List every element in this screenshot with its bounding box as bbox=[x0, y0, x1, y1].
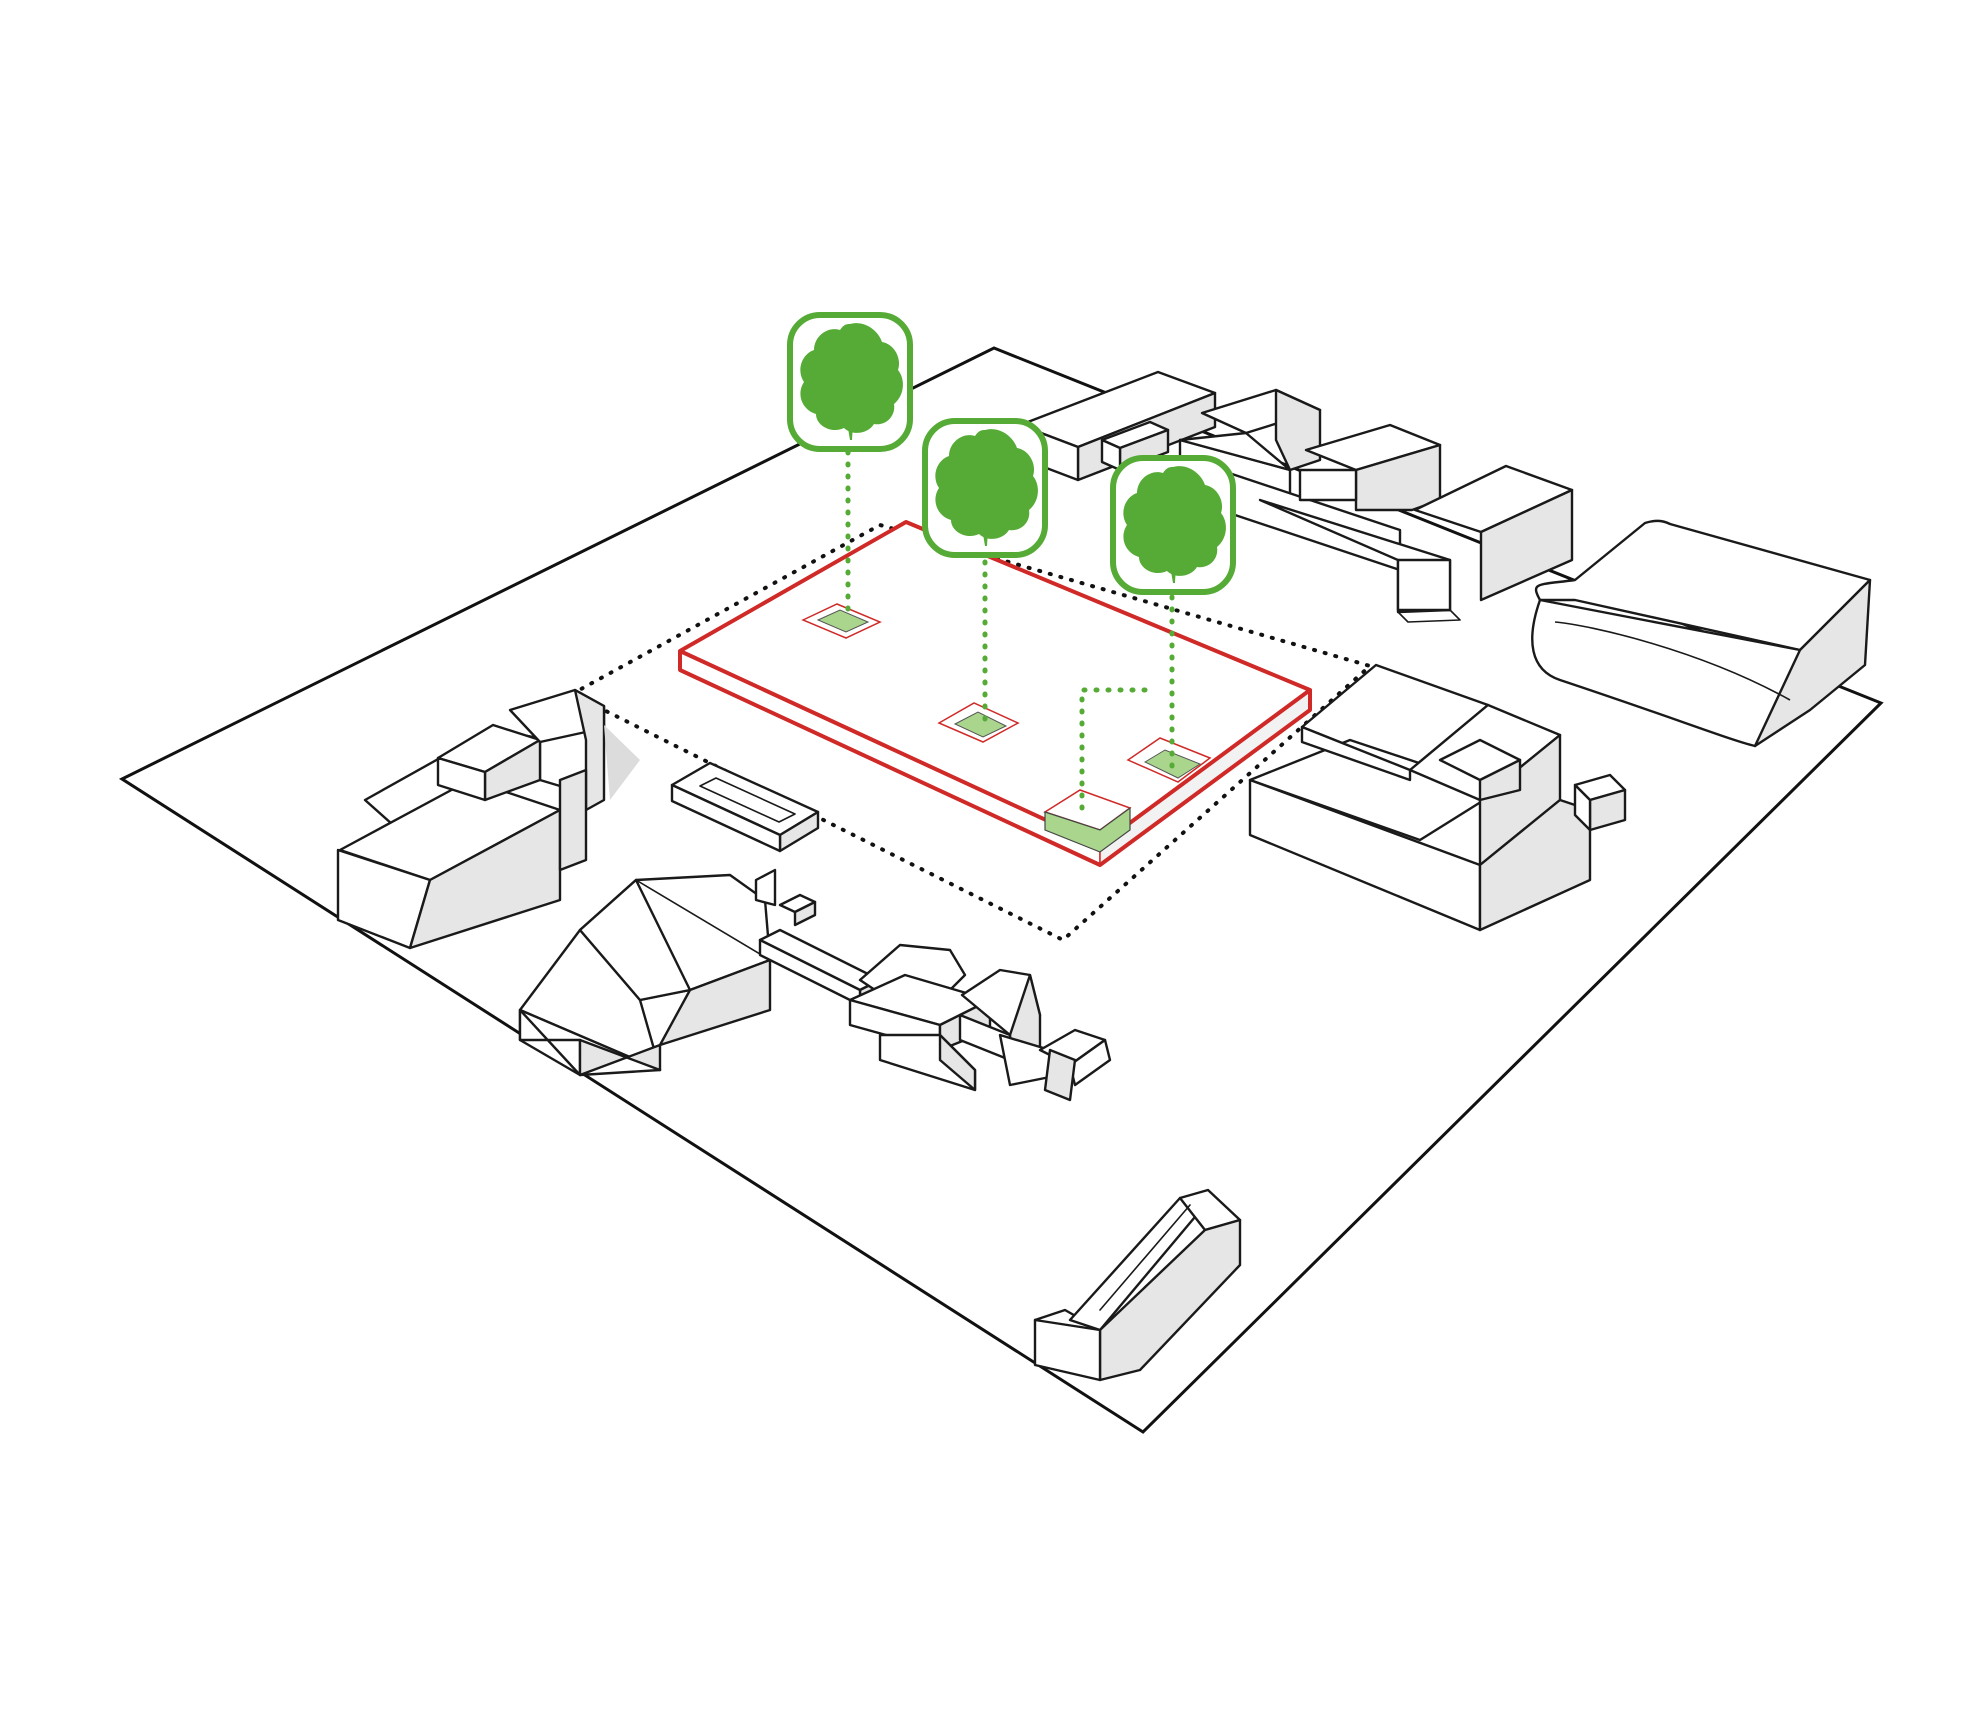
tree-icon bbox=[922, 418, 1048, 558]
building-south bbox=[1033, 1188, 1242, 1382]
building-north-3 bbox=[1218, 423, 1442, 572]
planting-area-2 bbox=[937, 702, 1020, 743]
ground-plane bbox=[118, 346, 1884, 1434]
tree-icon bbox=[787, 312, 913, 452]
building-west-low bbox=[670, 761, 820, 853]
building-north-1 bbox=[1018, 370, 1217, 482]
building-east bbox=[1248, 663, 1627, 932]
building-southwest-complex bbox=[518, 868, 1112, 1102]
building-west bbox=[336, 688, 640, 950]
tree-leader-lines bbox=[845, 437, 1175, 811]
building-north-4 bbox=[1258, 464, 1574, 623]
building-northeast bbox=[1531, 519, 1872, 748]
tree-icon bbox=[1110, 455, 1236, 595]
planting-area-1 bbox=[801, 603, 882, 639]
planting-area-4 bbox=[1043, 789, 1132, 853]
